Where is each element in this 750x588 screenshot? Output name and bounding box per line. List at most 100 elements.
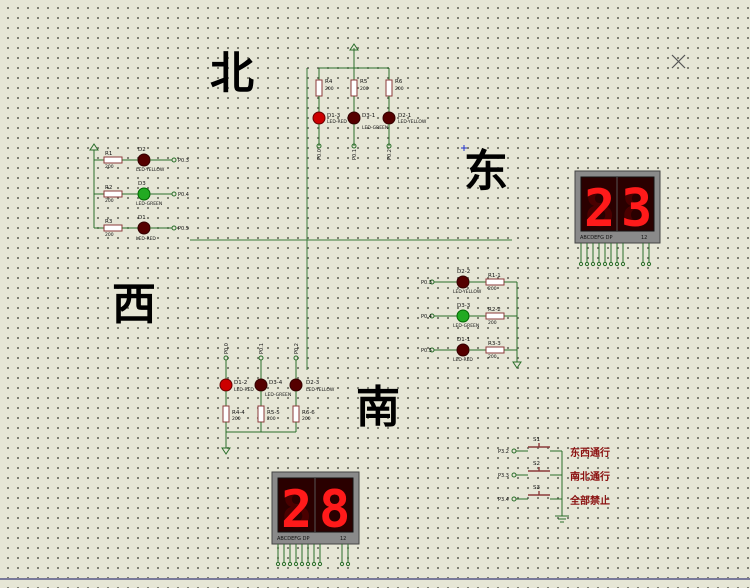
- label-east: 东: [464, 146, 508, 197]
- led[interactable]: [456, 309, 470, 323]
- resistor-label: R3-3: [488, 341, 501, 347]
- port-label: P3.4: [498, 497, 509, 503]
- seven-seg-display-south[interactable]: 8 8 2 8 ABCDEFG DP 12: [271, 471, 360, 545]
- resistor[interactable]: [292, 405, 300, 423]
- led-type: LED-YELLOW: [306, 387, 335, 393]
- resistor-label: R3: [105, 219, 113, 225]
- led-label: D2-1: [398, 113, 411, 119]
- switch-group: S1 S2 S3 P3.2 P3.3 P3.4 东西通行 南北通行 全部禁止: [498, 437, 610, 523]
- led-type: LED-RED: [327, 119, 347, 125]
- resistor-value: 200: [488, 286, 497, 292]
- digit-ones: 3: [621, 179, 652, 239]
- resistor-label: R2: [105, 185, 112, 191]
- resistor[interactable]: [103, 156, 123, 164]
- push-button-s1[interactable]: [511, 443, 562, 454]
- led-label: D1-1: [457, 337, 470, 343]
- port-label: P0.1: [352, 149, 358, 160]
- led[interactable]: [137, 153, 151, 167]
- resistor[interactable]: [315, 79, 323, 97]
- seven-seg-display-east[interactable]: 8 8 2 3 ABCDEFG DP 12: [574, 170, 661, 244]
- led-label: D3-1: [362, 113, 375, 119]
- port-label: P0.4: [421, 314, 432, 320]
- port-label: P0.3: [421, 280, 432, 286]
- digit-tens: 2: [584, 179, 615, 239]
- led-label: D3: [138, 181, 146, 187]
- led[interactable]: [347, 111, 361, 125]
- resistor-value: 200: [488, 320, 497, 326]
- resistor-label: R5: [360, 79, 368, 85]
- resistor[interactable]: [485, 312, 505, 320]
- resistor-label: R2-2: [488, 307, 501, 313]
- resistor-value: 200: [302, 416, 311, 422]
- led-type: LED-RED: [453, 357, 473, 363]
- switch-label-ns: 南北通行: [570, 470, 610, 483]
- resistor-label: R4-4: [232, 410, 245, 416]
- resistor-label: R6: [395, 79, 403, 85]
- led[interactable]: [456, 343, 470, 357]
- resistor-label: R4: [325, 79, 333, 85]
- led[interactable]: [219, 378, 233, 392]
- led[interactable]: [289, 378, 303, 392]
- resistor-value: 200: [395, 86, 404, 92]
- resistor[interactable]: [103, 224, 123, 232]
- led[interactable]: [382, 111, 396, 125]
- led-type: LED-YELLOW: [453, 289, 482, 295]
- led-type: LED-YELLOW: [398, 119, 427, 125]
- led-type: LED-GREEN: [362, 125, 388, 131]
- led[interactable]: [137, 187, 151, 201]
- port-label: P0.0: [317, 149, 323, 160]
- resistor[interactable]: [385, 79, 393, 97]
- digit-pin-labels: 12: [340, 536, 346, 542]
- led-label: D1-2: [234, 380, 247, 386]
- digit-ones: 8: [319, 480, 350, 540]
- north-group: R4 200 R5 200 R6 200 D1-3 LED-RED D3-1 L…: [312, 43, 427, 160]
- east-display-pins: [578, 243, 652, 267]
- port-label: P0.3: [178, 158, 189, 164]
- switch-label-stop: 全部禁止: [569, 494, 610, 507]
- led-type: LED-GREEN: [265, 392, 291, 398]
- resistor-label: R6-6: [302, 410, 315, 416]
- resistor-value: 200: [267, 416, 276, 422]
- resistor[interactable]: [485, 278, 505, 286]
- resistor[interactable]: [485, 346, 505, 354]
- led-label: D1-3: [327, 113, 341, 119]
- push-button-s3[interactable]: [511, 491, 562, 502]
- port-label: P0.2: [387, 149, 393, 160]
- resistor[interactable]: [257, 405, 265, 423]
- led-label: D2: [138, 147, 146, 153]
- led[interactable]: [137, 221, 151, 235]
- power-arrow-icon: [349, 43, 359, 51]
- led-label: D3-3: [457, 303, 471, 309]
- led-label: D3-4: [269, 380, 283, 386]
- south-group: P0.0 P0.1 P0.2 D1-2 LED-RED D3-4 LED-GRE…: [219, 343, 335, 455]
- push-button-s2[interactable]: [511, 467, 562, 478]
- led-type: LED-GREEN: [136, 201, 162, 207]
- port-label: P0.2: [294, 343, 300, 354]
- led-label: D2-3: [306, 380, 320, 386]
- ground-arrow-icon: [221, 447, 231, 455]
- bottom-border: [0, 578, 750, 580]
- led-type: LED-RED: [234, 387, 254, 393]
- resistor[interactable]: [350, 79, 358, 97]
- led-label: D1: [138, 215, 146, 221]
- resistor-value: 200: [325, 86, 334, 92]
- svg-text:8: 8: [319, 480, 350, 540]
- port-label: P0.0: [224, 343, 230, 354]
- led[interactable]: [456, 275, 470, 289]
- led[interactable]: [254, 378, 268, 392]
- port-label: P0.5: [421, 348, 432, 354]
- led-type: LED-YELLOW: [136, 167, 165, 173]
- resistor-label: R1: [105, 151, 112, 157]
- label-north: 北: [210, 48, 254, 99]
- resistor-label: R1-1: [488, 273, 501, 279]
- ground-arrow-icon: [512, 361, 522, 369]
- resistor[interactable]: [222, 405, 230, 423]
- port-label: P0.1: [259, 343, 265, 354]
- label-west: 西: [112, 279, 156, 330]
- power-arrow-icon: [89, 143, 99, 151]
- resistor[interactable]: [103, 190, 123, 198]
- led[interactable]: [312, 111, 326, 125]
- close-x-icon[interactable]: [671, 54, 686, 69]
